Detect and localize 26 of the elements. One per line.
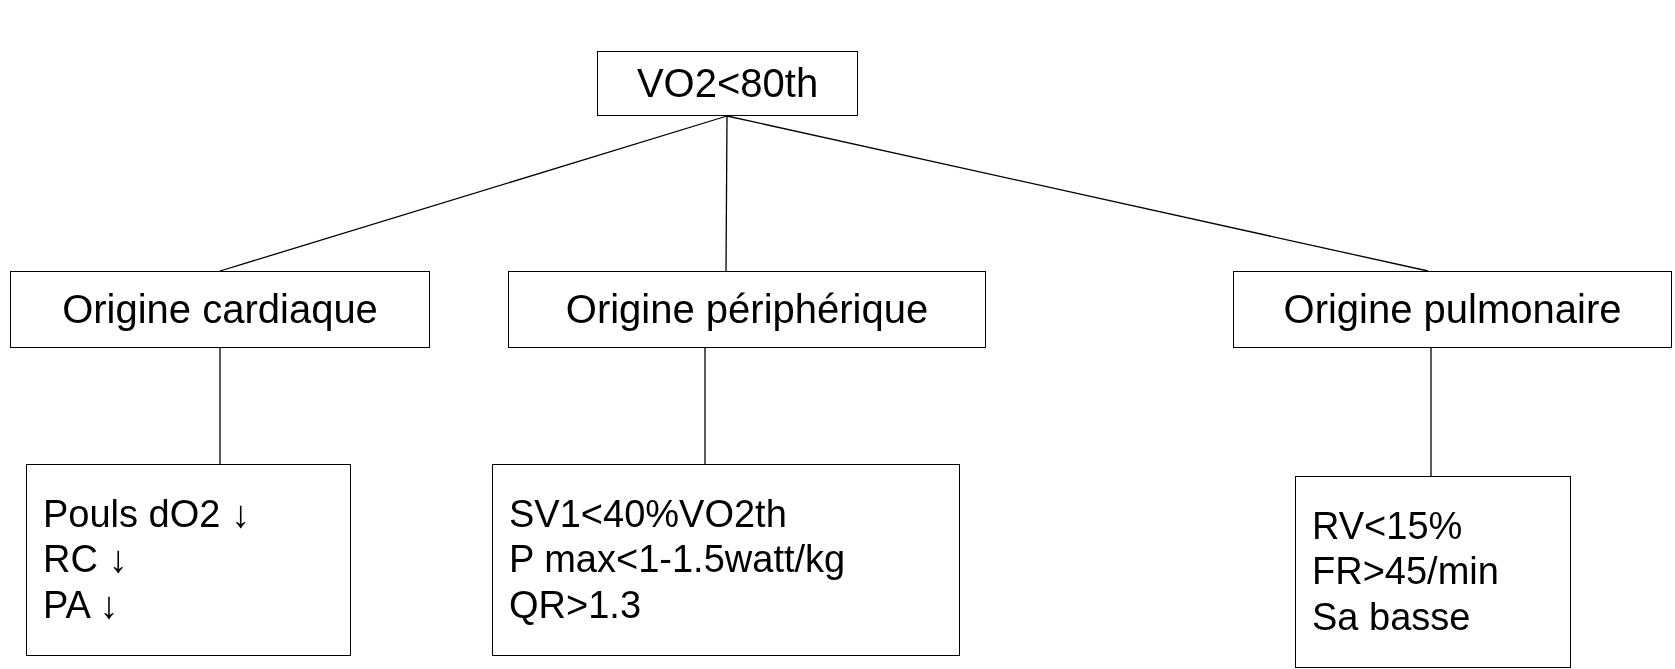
- connector-line: [1430, 347, 1432, 477]
- box-text: Origine cardiaque: [62, 287, 378, 332]
- category-box: [10, 271, 430, 348]
- box-text: PA ↓: [43, 582, 119, 628]
- box-text: QR>1.3: [509, 582, 642, 628]
- box-text: Origine périphérique: [565, 287, 929, 332]
- box-text: VO2<80th: [636, 61, 819, 106]
- connector-line: [726, 115, 1429, 272]
- criteria-box: [1295, 476, 1571, 668]
- category-box: [508, 271, 986, 348]
- box-text: P max<1-1.5watt/kg: [509, 537, 846, 583]
- box-text: RV<15%: [1312, 503, 1463, 549]
- connector-line: [219, 115, 728, 272]
- box-text: SV1<40%VO2th: [509, 491, 787, 537]
- category-box: [1233, 271, 1672, 348]
- criteria-box: [26, 464, 351, 656]
- box-text: RC ↓: [43, 537, 128, 583]
- box-text: Sa basse: [1312, 594, 1471, 640]
- box-text: Origine pulmonaire: [1283, 287, 1622, 332]
- connector-line: [219, 347, 221, 465]
- box-text: Pouls dO2 ↓: [43, 491, 250, 537]
- connector-line: [704, 347, 706, 465]
- criteria-box: [492, 464, 960, 656]
- box-text: FR>45/min: [1312, 549, 1499, 595]
- connector-line: [725, 115, 728, 272]
- category-box: [597, 51, 858, 116]
